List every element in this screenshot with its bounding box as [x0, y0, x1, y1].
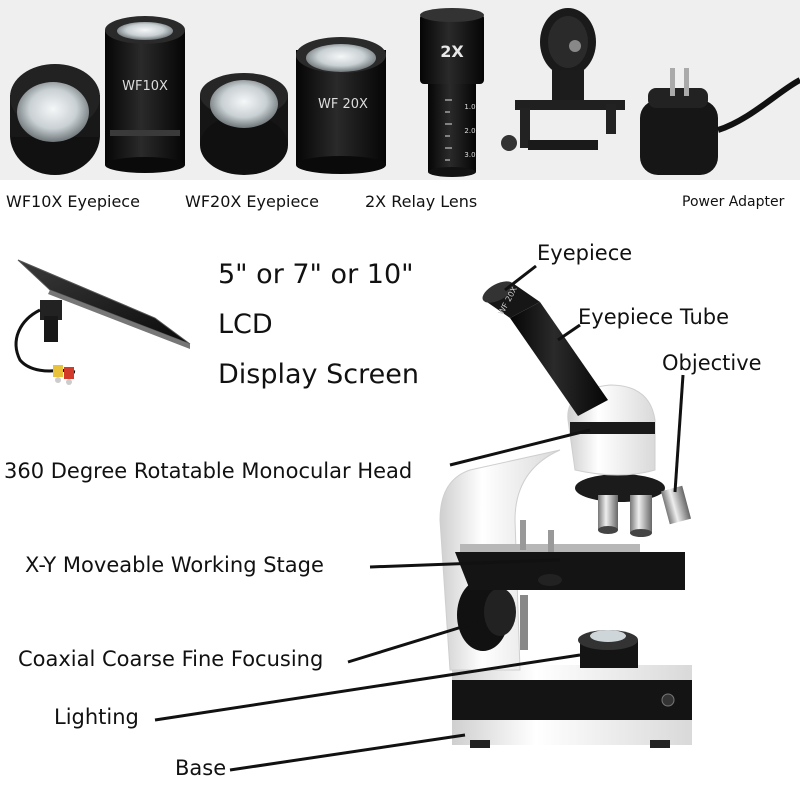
relay-scale-mark: 2.0 — [464, 127, 475, 135]
caption-relay-lens: 2X Relay Lens — [365, 192, 478, 211]
label-objective: Objective — [662, 351, 762, 375]
wf10x-eyepiece — [105, 16, 185, 173]
lcd-label: LCD — [218, 309, 273, 340]
wf20x-engraving: WF 20X — [318, 97, 368, 112]
phone-adapter — [501, 8, 625, 151]
label-monocular-head: 360 Degree Rotatable Monocular Head — [4, 459, 413, 483]
caption-wf10x: WF10X Eyepiece — [6, 192, 140, 211]
relay-lens — [420, 8, 484, 177]
wf10x-eyepiece-cap — [10, 64, 100, 175]
label-eyepiece: Eyepiece — [537, 241, 633, 265]
caption-power-adapter: Power Adapter — [682, 194, 785, 210]
label-base: Base — [175, 756, 227, 780]
wf20x-eyepiece — [296, 37, 386, 174]
relay-lens-engraving: 2X — [440, 42, 464, 61]
label-eyepiece-tube: Eyepiece Tube — [578, 305, 730, 329]
label-focusing: Coaxial Coarse Fine Focusing — [18, 647, 324, 671]
label-working-stage: X-Y Moveable Working Stage — [25, 553, 324, 577]
lcd-size-text: 5" or 7" or 10" — [218, 259, 414, 290]
wf10x-engraving: WF10X — [122, 79, 168, 94]
callout-lines — [154, 264, 685, 772]
label-lighting: Lighting — [54, 705, 139, 729]
microscope — [439, 281, 692, 748]
relay-scale-mark: 1.0 — [464, 103, 475, 111]
wf20x-eyepiece-cap — [200, 73, 288, 175]
lcd-display-screen-text: Display Screen — [218, 359, 419, 390]
caption-wf20x: WF20X Eyepiece — [185, 192, 319, 211]
lcd-display — [14, 259, 191, 385]
relay-scale-mark: 3.0 — [464, 151, 475, 159]
power-adapter — [640, 68, 800, 175]
